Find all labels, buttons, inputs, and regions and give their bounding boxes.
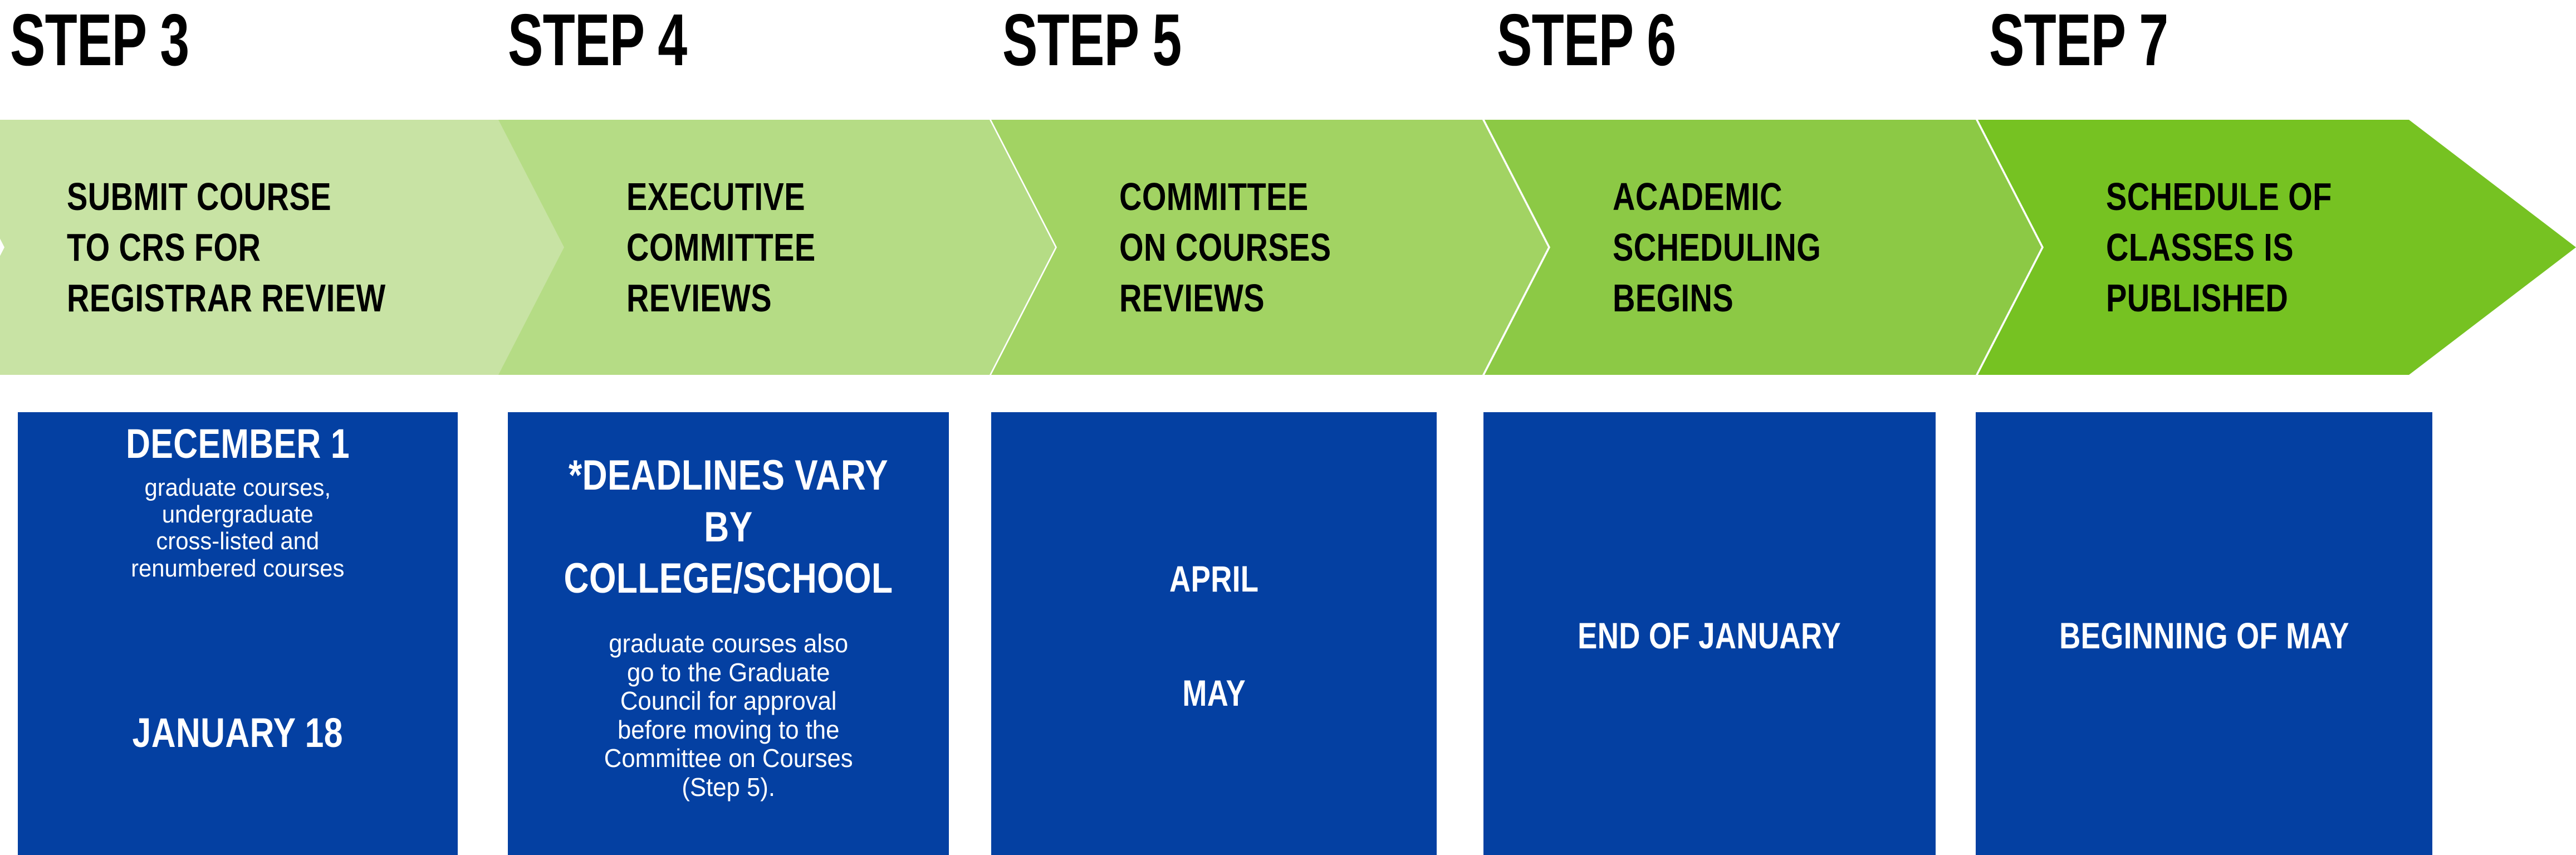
card-step-3: DECEMBER 1 graduate courses, undergradua… bbox=[18, 412, 458, 855]
chevron-label-4: EXECUTIVE COMMITTEE REVIEWS bbox=[626, 174, 816, 320]
chevron-label-5: COMMITTEE ON COURSES REVIEWS bbox=[1119, 174, 1331, 320]
card-step-6: END OF JANUARY bbox=[1483, 412, 1936, 855]
card-subtext-3: graduate courses, undergraduate cross-li… bbox=[131, 473, 345, 582]
card-step-5: APRIL MAY bbox=[991, 412, 1437, 855]
step-label-6: STEP 6 bbox=[1497, 0, 1676, 81]
step-label-7: STEP 7 bbox=[1989, 0, 2168, 81]
card-step-4: *DEADLINES VARY BY COLLEGE/SCHOOL gradua… bbox=[508, 412, 949, 855]
chevron-label-6: ACADEMIC SCHEDULING BEGINS bbox=[1613, 174, 1821, 320]
chevron-step-5: COMMITTEE ON COURSES REVIEWS bbox=[991, 120, 1548, 375]
step-label-4: STEP 4 bbox=[508, 0, 687, 81]
step-label-5: STEP 5 bbox=[1002, 0, 1182, 81]
card-text-7: BEGINNING OF MAY bbox=[2059, 615, 2349, 657]
card-heading-4: *DEADLINES VARY BY COLLEGE/SCHOOL bbox=[564, 452, 893, 603]
card-footer-3: JANUARY 18 bbox=[132, 710, 344, 756]
chevron-step-7: SCHEDULE OF CLASSES IS PUBLISHED bbox=[1978, 120, 2576, 375]
chevron-step-6: ACADEMIC SCHEDULING BEGINS bbox=[1485, 120, 2041, 375]
chevron-label-3: SUBMIT COURSE TO CRS FOR REGISTRAR REVIE… bbox=[67, 174, 386, 320]
card-text-5: APRIL MAY bbox=[1169, 558, 1259, 714]
card-heading-3: DECEMBER 1 bbox=[126, 421, 350, 467]
card-step-7: BEGINNING OF MAY bbox=[1976, 412, 2432, 855]
chevron-label-7: SCHEDULE OF CLASSES IS PUBLISHED bbox=[2106, 174, 2332, 320]
card-subtext-4: graduate courses also go to the Graduate… bbox=[604, 629, 853, 802]
chevron-step-4: EXECUTIVE COMMITTEE REVIEWS bbox=[498, 120, 1055, 375]
step-label-3: STEP 3 bbox=[10, 0, 189, 81]
card-text-6: END OF JANUARY bbox=[1578, 615, 1842, 657]
chevron-step-3: SUBMIT COURSE TO CRS FOR REGISTRAR REVIE… bbox=[0, 120, 601, 375]
